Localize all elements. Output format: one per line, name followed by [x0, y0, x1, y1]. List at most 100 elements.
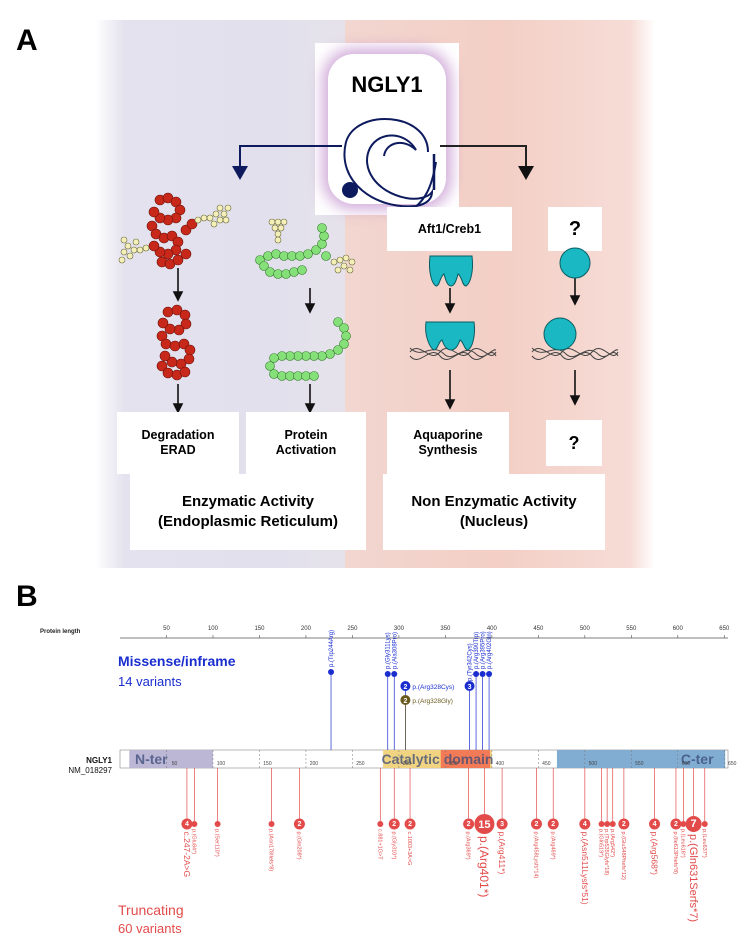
missense-head-0: [328, 669, 335, 675]
trunc-label-1: p.(Glu84*): [190, 829, 196, 854]
axis-tick-label: 300: [394, 626, 405, 632]
trunc-head-17: [618, 818, 630, 830]
trunc-count-7: 2: [408, 821, 412, 828]
missense-count: 14 variants: [118, 674, 182, 689]
trunc-label-19: p.(Ile613Phefs*8): [672, 832, 678, 875]
tf-bound-dna-icon: [409, 321, 497, 360]
trunc-head-20: [680, 821, 687, 827]
trunc-count-18: 4: [653, 821, 657, 828]
trunc-head-16: [609, 821, 616, 827]
domain-0: [129, 750, 213, 768]
missense-count-4: 2: [403, 698, 407, 705]
axis-tick-label: 450: [533, 626, 544, 632]
trunc-label-8: p.(Arg369*): [465, 832, 471, 860]
missense-label-2: p.(Ala308Pro): [392, 632, 398, 669]
trunc-head-18: [649, 818, 661, 830]
trunc-head-5: [377, 821, 384, 827]
truncating-count: 60 variants: [118, 921, 182, 936]
trunc-count-11: 2: [535, 821, 539, 828]
protein-scale-label: 100: [217, 761, 226, 767]
aquaporine-synthesis-box: Aquaporine Synthesis: [387, 412, 509, 474]
unknown-factor-label-box: ?: [548, 207, 602, 251]
trunc-count-13: 4: [583, 821, 587, 828]
protein-scale-label: 450: [542, 761, 551, 767]
trunc-label-5: c.881+1G>T: [376, 829, 382, 860]
protein-scale-label: 650: [728, 761, 737, 767]
trunc-label-9: p.(Arg401*): [477, 836, 491, 897]
missense-label-3: p.(Arg328Cys): [412, 684, 454, 691]
trunc-label-20: p.(Leu616*): [679, 829, 685, 858]
trunc-count-21: 7: [691, 818, 697, 830]
trunc-label-3: p.(Asn178Ilefs*8): [268, 829, 274, 871]
trunc-label-22: p.(Leu637*): [701, 829, 707, 858]
trunc-label-10: p.(Arg411*): [497, 832, 507, 875]
degradation-erad-box: Degradation ERAD: [117, 412, 239, 474]
trunc-label-6: p.(Gly310*): [390, 832, 396, 860]
protein-scale-label: 600: [682, 761, 691, 767]
unknown-outcome-box: ?: [546, 420, 602, 466]
non-enzymatic-activity-box: Non Enzymatic Activity (Nucleus): [383, 474, 605, 550]
trunc-label-12: p.(Arg469*): [549, 832, 555, 860]
trunc-head-19: [670, 818, 682, 830]
trunc-label-16: p.(Arg542*): [609, 829, 615, 857]
domain-label-1: Catalytic domain: [381, 751, 493, 767]
ngly1-title: NGLY1: [351, 72, 423, 97]
trunc-count-19: 2: [674, 821, 678, 828]
protein-activation-box: Protein Activation: [246, 412, 366, 474]
trunc-label-4: p.(Gln208*): [296, 832, 302, 860]
trunc-head-15: [604, 821, 611, 827]
trunc-head-11: [530, 818, 542, 830]
panel-a-letter: A: [16, 24, 38, 57]
trunc-count-17: 2: [622, 821, 626, 828]
trunc-head-2: [214, 821, 221, 827]
axis-tick-label: 50: [163, 626, 170, 632]
trunc-label-17: p.(Glu548Phefs*12): [620, 832, 626, 880]
branch-arrows: [172, 145, 581, 414]
trunc-head-4: [293, 818, 305, 830]
trunc-count-12: 2: [551, 821, 555, 828]
trunc-head-22: [701, 821, 708, 827]
trunc-count-10: 3: [500, 821, 504, 828]
activated-protein-icon: [265, 317, 351, 381]
axis-tick-label: 550: [626, 626, 637, 632]
trunc-label-13: p.(Asn511Lysfs*51): [580, 832, 590, 905]
domain-label-0: N-ter: [135, 751, 168, 767]
axis-tick-label: 150: [254, 626, 265, 632]
trunc-head-9: [474, 814, 495, 834]
transcript-label: NM_018297: [68, 766, 112, 775]
trunc-label-18: p.(Arg568*): [650, 832, 660, 876]
glycosylated-protein-icon: [118, 192, 232, 270]
trunc-head-10: [496, 818, 508, 830]
truncating-title: Truncating: [118, 902, 184, 918]
protein-scale-label: 200: [310, 761, 319, 767]
missense-label-8: p.(Arg402Gln): [487, 631, 493, 669]
missense-label-6: p.(Arg390Trp): [474, 632, 480, 669]
panel-b-letter: B: [16, 580, 38, 613]
trunc-head-14: [598, 821, 605, 827]
trunc-label-15: p.(Trp535Glyfs*18): [603, 829, 609, 875]
axis-tick-label: 250: [347, 626, 358, 632]
missense-label-5: p.(Tyr342Cys): [468, 643, 474, 681]
catalytic-core-highlight: [440, 750, 491, 768]
ngly1-protein-icon: [342, 118, 437, 215]
missense-head-4: [400, 695, 411, 705]
trunc-label-14: p.(Gln519*): [598, 829, 604, 857]
trunc-head-21: [685, 816, 702, 832]
trunc-label-0: c.247-2A>G: [182, 832, 192, 878]
trunc-head-12: [547, 818, 559, 830]
trunc-head-13: [579, 818, 591, 830]
missense-label-0: p.(Trp244Arg): [329, 630, 335, 667]
degraded-protein-icon: [156, 304, 196, 381]
trunc-head-7: [404, 818, 416, 830]
trunc-label-2: p.(Ser110*): [214, 829, 220, 857]
axis-tick-label: 600: [673, 626, 684, 632]
missense-head-3: [400, 681, 411, 691]
missense-label-4: p.(Arg328Gly): [412, 698, 452, 705]
axis-tick-label: 500: [580, 626, 591, 632]
protein-scale-label: 350: [449, 761, 458, 767]
trunc-count-9: 15: [478, 819, 490, 831]
enzymatic-activity-box: Enzymatic Activity (Endoplasmic Reticulu…: [130, 474, 366, 550]
trunc-head-8: [463, 818, 475, 830]
axis-tick-label: 350: [440, 626, 451, 632]
